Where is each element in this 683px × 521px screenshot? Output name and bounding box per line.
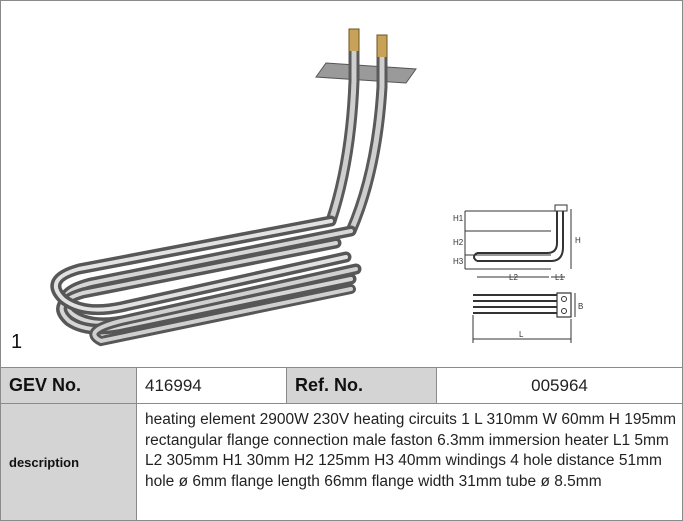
dimension-diagram-side: H1 H2 H3 H L2 L1 xyxy=(453,204,581,282)
label-l1: L1 xyxy=(555,273,564,282)
gev-value: 416994 xyxy=(137,368,287,403)
figure-number: 1 xyxy=(11,331,23,353)
table-row: GEV No. 416994 Ref. No. 005964 xyxy=(1,368,682,404)
label-h3: H3 xyxy=(453,257,464,266)
ref-label: Ref. No. xyxy=(287,368,437,403)
label-l2: L2 xyxy=(509,273,518,282)
product-image-area: H1 H2 H3 H L2 L1 B L 1 xyxy=(1,1,682,368)
label-h1: H1 xyxy=(453,214,464,223)
table-row: description heating element 2900W 230V h… xyxy=(1,404,682,520)
description-text: heating element 2900W 230V heating circu… xyxy=(145,411,676,490)
gev-label: GEV No. xyxy=(1,368,137,403)
dimension-diagram-top: B L xyxy=(472,292,583,343)
heating-element-photo xyxy=(50,28,417,347)
ref-value: 005964 xyxy=(531,375,588,395)
label-l: L xyxy=(519,330,524,339)
label-h2: H2 xyxy=(453,238,464,247)
description-label: description xyxy=(1,404,137,520)
label-b: B xyxy=(578,302,583,311)
label-h: H xyxy=(575,236,581,245)
